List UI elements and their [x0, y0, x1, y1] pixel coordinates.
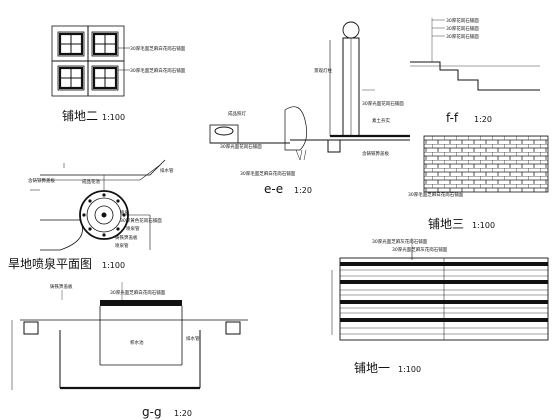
- ee-note-drain: 含铸铁箅盖板: [362, 150, 389, 157]
- paving2-note-b: 30厚毛面芝麻白花岗石铺面: [130, 67, 186, 74]
- ee-note-base: 素土夯实: [372, 117, 390, 124]
- gg-title: g-g: [142, 405, 162, 419]
- paving1-note-b: 30厚光面芝麻灰花岗石铺面: [392, 246, 448, 253]
- section-gg-drawing: 铸铁箅盖板 30厚光面芝麻白花岗石铺面 积水池 排水管 g-g 1:20: [11, 282, 248, 419]
- fp-note-f: 喷泉管: [126, 225, 140, 232]
- paving3-drawing: 30厚毛面芝麻白花岗石铺面 铺地三 1:100: [408, 135, 549, 231]
- gg-scale: 1:20: [174, 409, 192, 418]
- ee-note-bottom: 30厚毛面芝麻白花岗石铺面: [240, 170, 296, 177]
- ee-note-flower: 30厚光面花岗石铺面: [220, 143, 262, 150]
- paving1-note-a: 30厚光面芝麻灰花岗石铺面: [372, 238, 428, 245]
- fp-note-g: 铸铁箅盖板: [115, 234, 138, 241]
- fp-note-d: 喷泉: [120, 209, 129, 216]
- paving1-scale: 1:100: [398, 365, 421, 374]
- fp-note-e: 30厚黄色花岗石铺面: [120, 217, 162, 224]
- ff-scale: 1:20: [474, 115, 492, 124]
- gg-note-b: 30厚光面芝麻白花岗石铺面: [110, 289, 166, 296]
- fp-note-h: 喷泉管: [115, 242, 129, 249]
- fp-note-a: 含铸铁箅盖板: [28, 177, 55, 184]
- fp-note-b: 成品花池: [82, 178, 100, 185]
- paving2-drawing: 30厚毛面芝麻白花岗石铺面 30厚毛面芝麻白花岗石铺面 铺地二 1:100: [51, 25, 186, 123]
- paving3-note: 30厚毛面芝麻白花岗石铺面: [408, 191, 464, 198]
- fountain-plan-scale: 1:100: [102, 261, 125, 270]
- ee-title: e-e: [264, 182, 283, 196]
- paving2-title: 铺地二: [62, 109, 98, 123]
- ff-title: f-f: [446, 111, 459, 125]
- ee-note-lamp: 成品照灯: [228, 110, 246, 117]
- ff-note-b: 30厚花岗石铺面: [446, 25, 479, 32]
- gg-note-c: 积水池: [130, 339, 144, 346]
- paving1-title: 铺地一: [354, 361, 390, 375]
- fp-note-c: 排水管: [160, 167, 174, 174]
- gg-note-a: 铸铁箅盖板: [50, 283, 73, 290]
- section-ee-drawing: 成品照灯 30厚光面花岗石铺面 景观灯柱 30厚光面花岗石铺面 含铸铁箅盖板 3…: [209, 21, 410, 196]
- section-ff-drawing: 30厚花岗石铺面 30厚花岗石铺面 30厚花岗石铺面 f-f 1:20: [410, 17, 540, 125]
- paving3-title: 铺地三: [428, 217, 464, 231]
- fountain-plan-drawing: 含铸铁箅盖板 成品花池 排水管 喷泉 30厚黄色花岗石铺面 喷泉管 铸铁箅盖板 …: [8, 159, 174, 271]
- ff-note-a: 30厚花岗石铺面: [446, 17, 479, 24]
- ee-scale: 1:20: [294, 186, 312, 195]
- paving1-drawing: 30厚光面芝麻灰花岗石铺面 30厚光面芝麻灰花岗石铺面 铺地一 1:100: [331, 238, 549, 375]
- ee-note-wall: 景观灯柱: [314, 67, 332, 74]
- paving2-note-a: 30厚毛面芝麻白花岗石铺面: [130, 45, 186, 52]
- ee-note-right: 30厚光面花岗石铺面: [362, 100, 404, 107]
- paving2-scale: 1:100: [102, 113, 125, 122]
- paving3-scale: 1:100: [472, 221, 495, 230]
- ff-note-c: 30厚花岗石铺面: [446, 33, 479, 40]
- gg-note-d: 排水管: [186, 335, 200, 342]
- fountain-plan-title: 旱地喷泉平面图: [8, 257, 92, 271]
